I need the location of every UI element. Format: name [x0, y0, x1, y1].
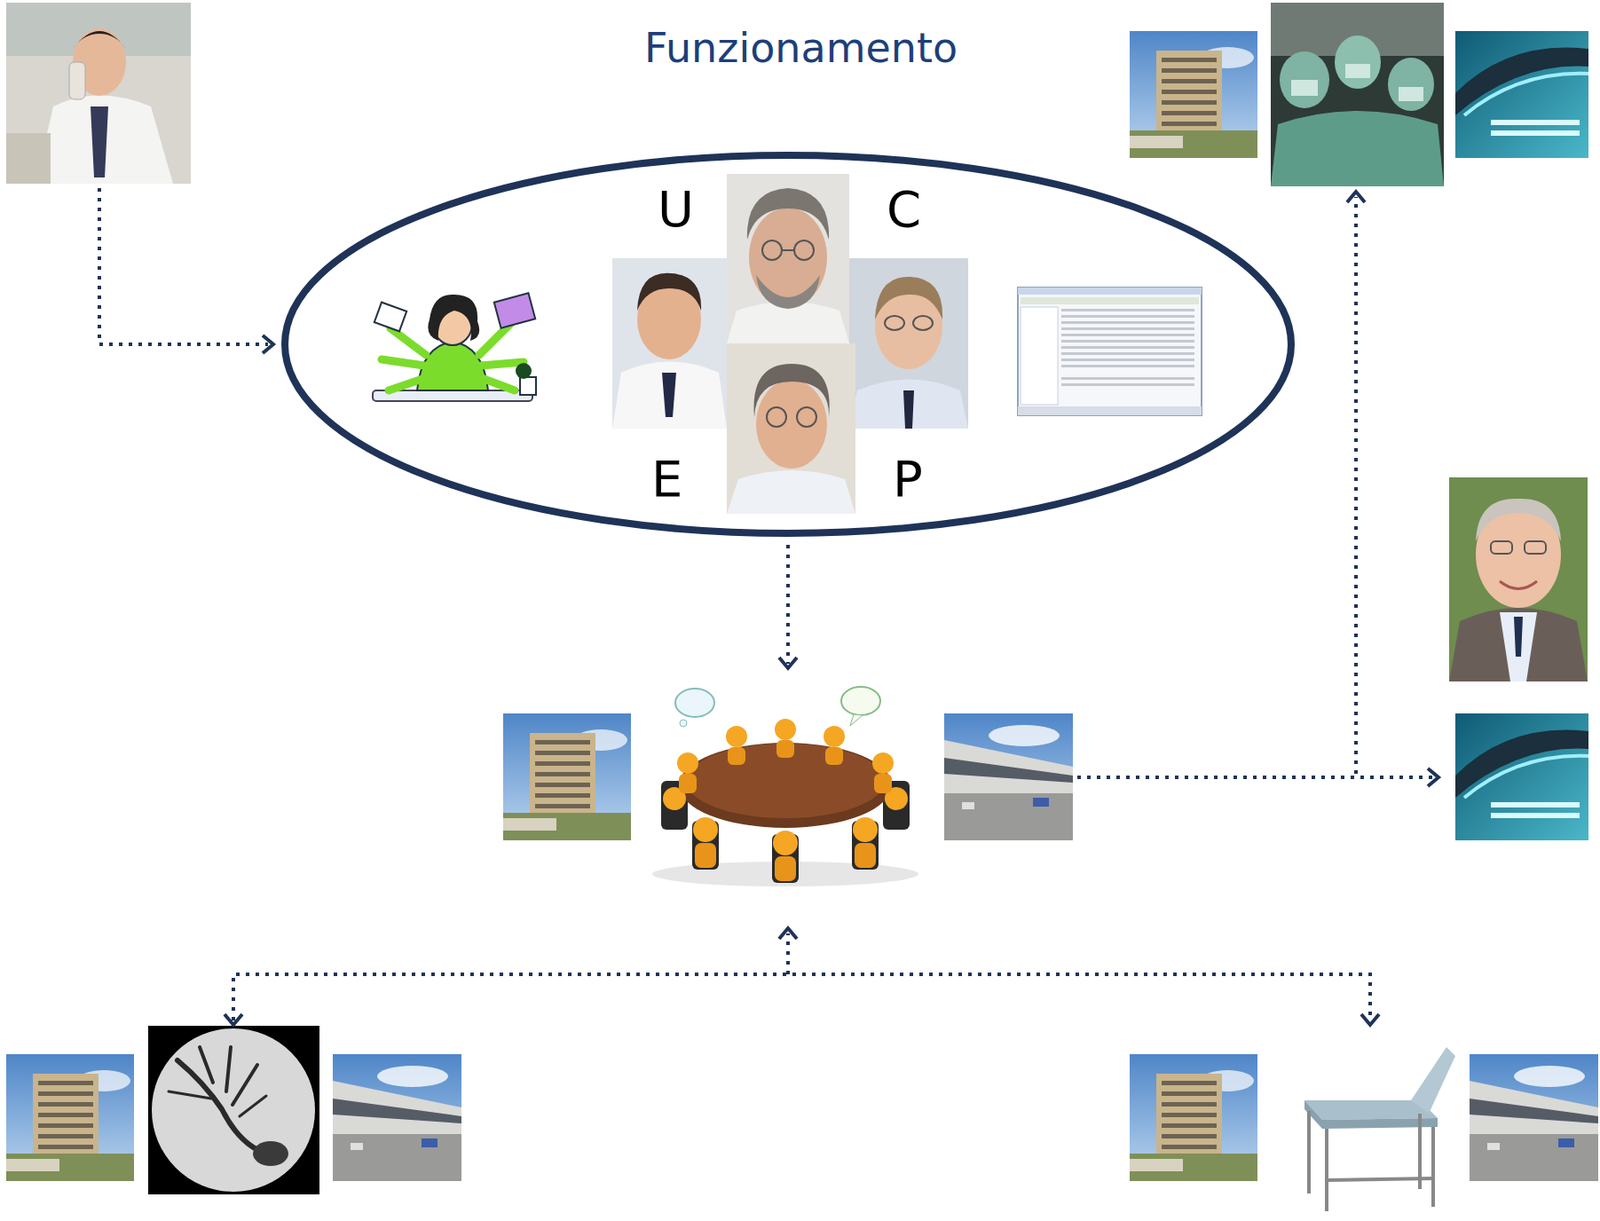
team-letter: C — [886, 184, 922, 235]
team-photo — [726, 343, 856, 514]
hospital-photo — [503, 713, 631, 841]
hospital-photo — [1455, 713, 1589, 841]
hospital-photo — [332, 1054, 462, 1182]
team-photo — [612, 258, 727, 429]
arrow-head — [224, 191, 1439, 1025]
xray-image — [148, 1025, 320, 1195]
meeting-clipart — [652, 686, 919, 887]
exam-table — [1304, 1047, 1456, 1212]
secretary-cartoon — [372, 292, 536, 402]
hospital-photo — [1455, 31, 1589, 158]
hospital-photo — [1469, 1054, 1599, 1182]
hospital-photo — [944, 713, 1073, 841]
team-letter: P — [892, 454, 923, 505]
team-letter: U — [657, 184, 694, 235]
team-ellipse: U C E P — [280, 150, 1296, 538]
hospital-photo — [1129, 1054, 1258, 1182]
software-screenshot — [1017, 287, 1202, 416]
diagram-title: Funzionamento — [644, 23, 958, 72]
hospital-photo — [6, 1054, 134, 1182]
team-letter: E — [651, 454, 683, 505]
ellipse-outline — [280, 150, 1296, 538]
team-photo — [726, 173, 850, 344]
surgeons-photo — [1270, 2, 1444, 187]
hospital-photo — [1129, 31, 1258, 158]
team-photo — [849, 258, 969, 429]
person-photo — [1449, 477, 1588, 682]
doctor-photo — [6, 2, 191, 184]
flow-arrow — [99, 188, 1435, 1021]
